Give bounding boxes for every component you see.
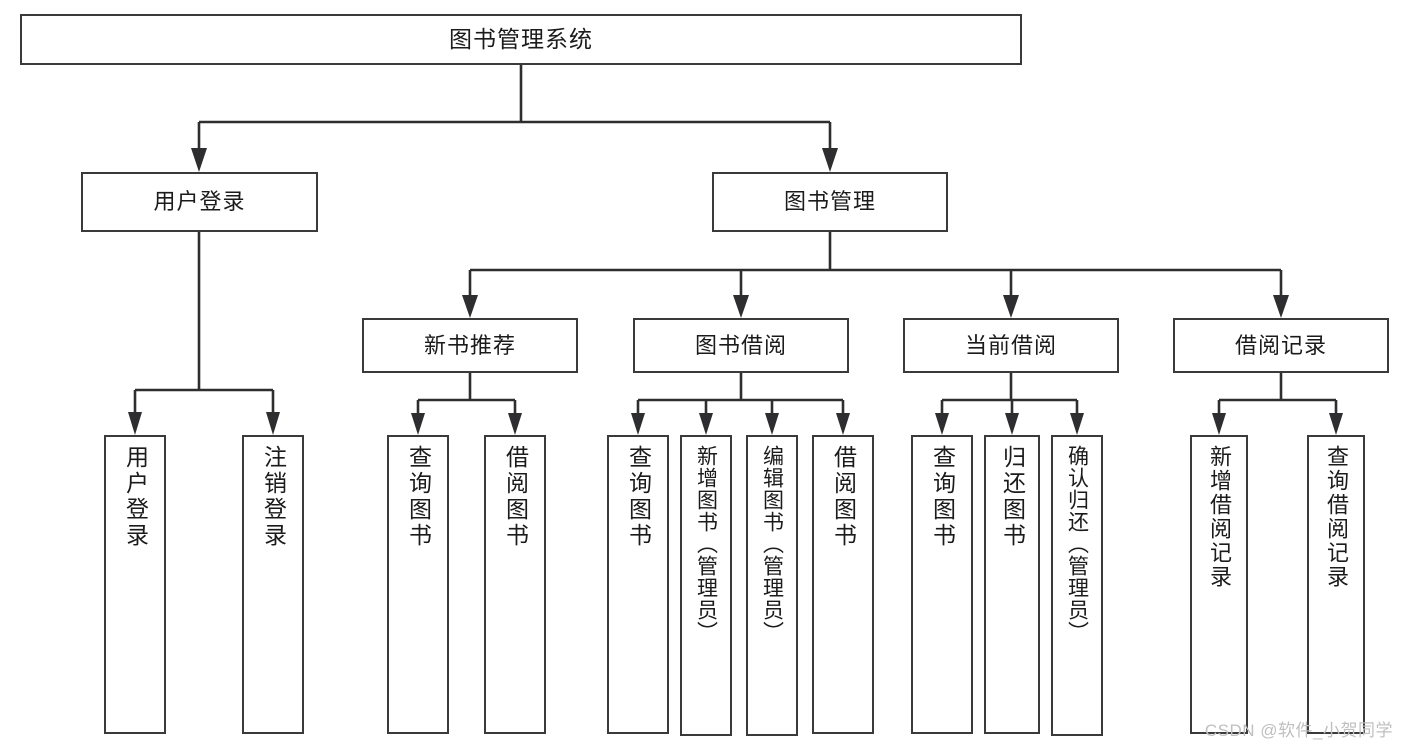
node-leaf-user-logout-label: 注销登录	[260, 445, 287, 549]
node-leaf-add-book-admin[interactable]: 新增图书（管理员）	[680, 435, 732, 736]
arrowhead-leaf-query-book-1	[411, 413, 425, 435]
arrowhead-user-login	[191, 148, 207, 172]
arrowhead-new-book-rec	[462, 295, 478, 318]
arrowhead-leaf-query-record	[1329, 413, 1343, 435]
node-leaf-query-book-3-label: 查询图书	[929, 445, 956, 549]
node-current-borrow[interactable]: 当前借阅	[903, 318, 1119, 373]
node-new-book-rec[interactable]: 新书推荐	[362, 318, 578, 373]
node-leaf-confirm-return-admin-label: 确认归还（管理员）	[1065, 445, 1089, 643]
node-leaf-edit-book-admin-label: 编辑图书（管理员）	[760, 445, 784, 643]
node-current-borrow-label: 当前借阅	[964, 332, 1057, 358]
node-leaf-borrow-book-2-label: 借阅图书	[830, 445, 857, 549]
node-book-manage[interactable]: 图书管理	[712, 172, 948, 232]
arrowhead-leaf-borrow-book-1	[508, 413, 522, 435]
node-book-borrow-label: 图书借阅	[694, 332, 787, 358]
node-leaf-user-logout[interactable]: 注销登录	[242, 435, 304, 734]
arrowhead-leaf-query-book-3	[935, 413, 949, 435]
node-leaf-query-book-3[interactable]: 查询图书	[911, 435, 973, 734]
node-leaf-user-login-label: 用户登录	[122, 445, 149, 549]
arrowhead-book-borrow	[733, 295, 749, 318]
node-root-label: 图书管理系统	[449, 26, 593, 53]
node-user-login-label: 用户登录	[153, 189, 246, 215]
node-leaf-query-book-2[interactable]: 查询图书	[607, 435, 669, 734]
node-borrow-record-label: 借阅记录	[1234, 332, 1327, 358]
node-user-login[interactable]: 用户登录	[81, 172, 318, 232]
node-leaf-confirm-return-admin[interactable]: 确认归还（管理员）	[1051, 435, 1103, 736]
arrowhead-leaf-borrow-book-2	[836, 413, 850, 435]
node-leaf-query-borrow-record[interactable]: 查询借阅记录	[1307, 435, 1365, 734]
node-borrow-record[interactable]: 借阅记录	[1173, 318, 1389, 373]
node-leaf-add-borrow-record[interactable]: 新增借阅记录	[1190, 435, 1248, 734]
node-leaf-user-login[interactable]: 用户登录	[104, 435, 166, 734]
arrowhead-leaf-edit-book	[765, 413, 779, 435]
node-leaf-add-borrow-record-label: 新增借阅记录	[1207, 445, 1232, 589]
arrowhead-leaf-user-login	[128, 412, 142, 435]
arrowhead-leaf-query-book-2	[631, 413, 645, 435]
node-leaf-borrow-book-2[interactable]: 借阅图书	[812, 435, 874, 734]
node-leaf-add-book-admin-label: 新增图书（管理员）	[694, 445, 718, 643]
arrowhead-book-manage	[822, 148, 838, 172]
arrowhead-leaf-confirm-return	[1070, 413, 1084, 435]
arrowhead-leaf-return-book	[1005, 413, 1019, 435]
node-book-borrow[interactable]: 图书借阅	[633, 318, 849, 373]
node-new-book-rec-label: 新书推荐	[423, 332, 516, 358]
csdn-watermark: CSDN @软件_小贺同学	[1204, 721, 1393, 740]
node-leaf-query-borrow-record-label: 查询借阅记录	[1324, 445, 1349, 589]
arrowhead-borrow-record	[1273, 295, 1289, 318]
arrowhead-current-borrow	[1003, 295, 1019, 318]
node-leaf-edit-book-admin[interactable]: 编辑图书（管理员）	[746, 435, 798, 736]
node-leaf-query-book-2-label: 查询图书	[625, 445, 652, 549]
node-leaf-borrow-book-1-label: 借阅图书	[502, 445, 529, 549]
node-leaf-query-book-1[interactable]: 查询图书	[387, 435, 449, 734]
node-leaf-return-book[interactable]: 归还图书	[984, 435, 1040, 734]
node-leaf-borrow-book-1[interactable]: 借阅图书	[484, 435, 546, 734]
arrowhead-leaf-add-book	[699, 413, 713, 435]
node-leaf-return-book-label: 归还图书	[999, 445, 1026, 549]
node-leaf-query-book-1-label: 查询图书	[405, 445, 432, 549]
node-root[interactable]: 图书管理系统	[20, 14, 1022, 65]
arrowhead-leaf-user-logout	[266, 412, 280, 435]
arrowhead-leaf-add-record	[1212, 413, 1226, 435]
node-book-manage-label: 图书管理	[783, 189, 876, 215]
